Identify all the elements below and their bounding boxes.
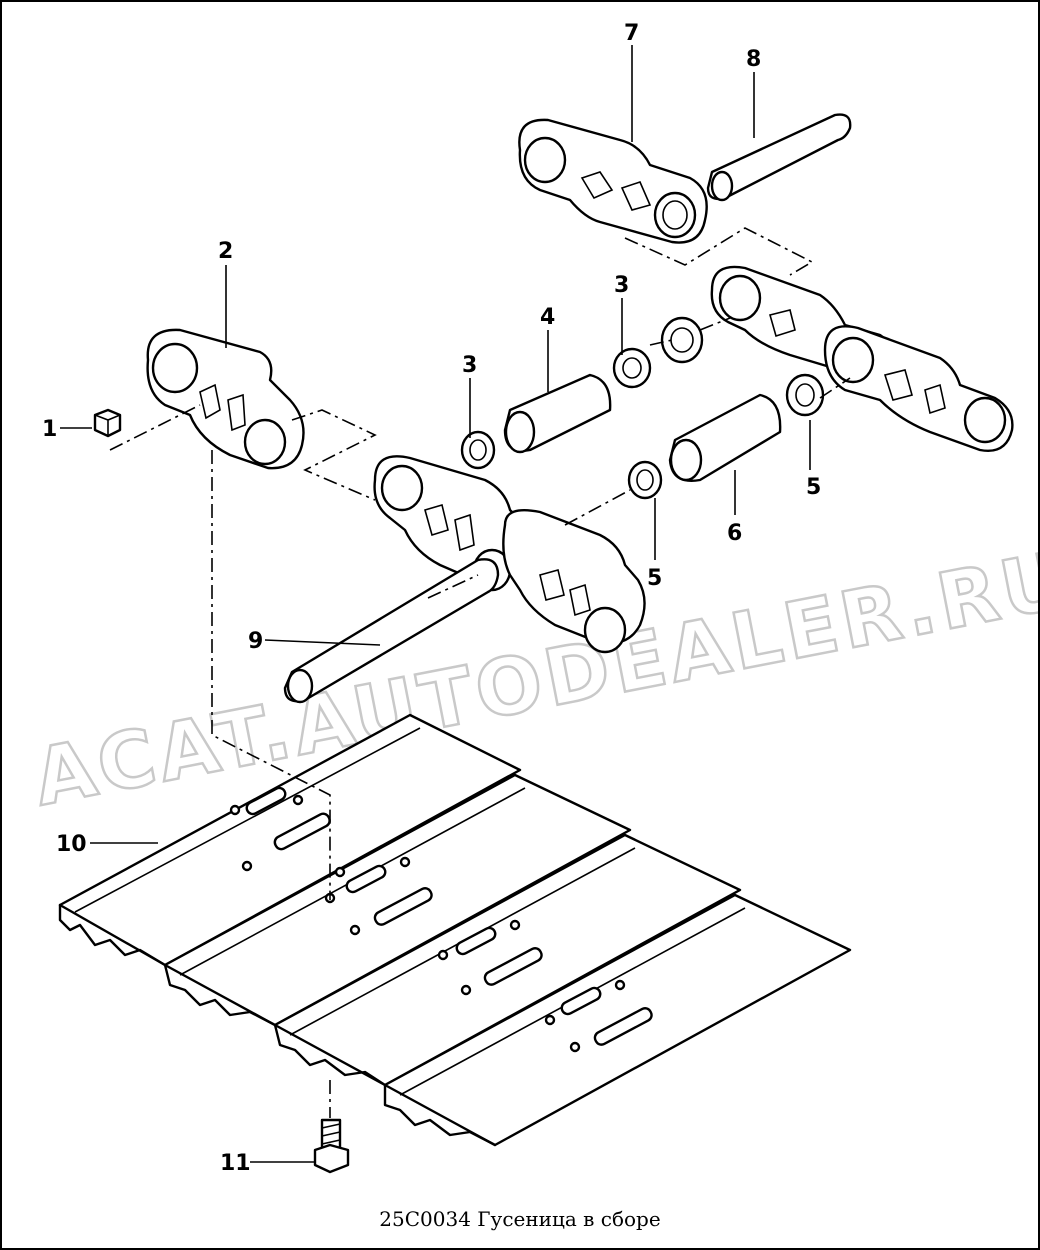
bushing-4: [503, 373, 612, 454]
seal-5-right: [785, 373, 825, 417]
track-pin-8: [706, 113, 852, 202]
callout-4: 4: [540, 305, 555, 330]
track-shoe-3: [273, 833, 742, 1087]
callout-5-middle: 5: [647, 566, 662, 591]
callout-9: 9: [248, 629, 263, 654]
track-link-left: [146, 328, 305, 470]
callout-5-right: 5: [806, 475, 821, 500]
track-link-right-pair: [710, 265, 1014, 452]
track-shoes: [58, 713, 852, 1147]
track-pin-9: [283, 558, 500, 704]
callout-7: 7: [624, 21, 639, 46]
callout-3-right: 3: [614, 273, 629, 298]
callout-3-left: 3: [462, 353, 477, 378]
seal-3-right: [612, 347, 652, 389]
seal-3-left: [460, 430, 496, 470]
track-shoe-2: [163, 773, 632, 1027]
callout-8: 8: [746, 47, 761, 72]
callout-2: 2: [218, 239, 233, 264]
track-shoe-1: [58, 713, 522, 967]
leader-lines: [60, 45, 811, 1163]
track-link-top: [518, 118, 708, 244]
assembly-lines: [109, 227, 851, 1118]
bushing-6: [668, 393, 782, 482]
nut-1: [93, 408, 122, 438]
callouts: 1 2 3 3 4 5 5 6 7 8 9 10 11: [42, 21, 821, 1176]
callout-11: 11: [220, 1151, 251, 1176]
callout-10: 10: [56, 832, 87, 857]
callout-6: 6: [727, 521, 742, 546]
seal-5-middle: [627, 460, 663, 500]
track-link-center-pair: [373, 455, 646, 654]
callout-1: 1: [42, 417, 57, 442]
bolt-11: [313, 1118, 350, 1174]
seal-5-upper: [660, 316, 704, 364]
diagram-caption: 25C0034 Гусеница в сборе: [379, 1207, 661, 1231]
track-shoe-4: [383, 893, 852, 1147]
